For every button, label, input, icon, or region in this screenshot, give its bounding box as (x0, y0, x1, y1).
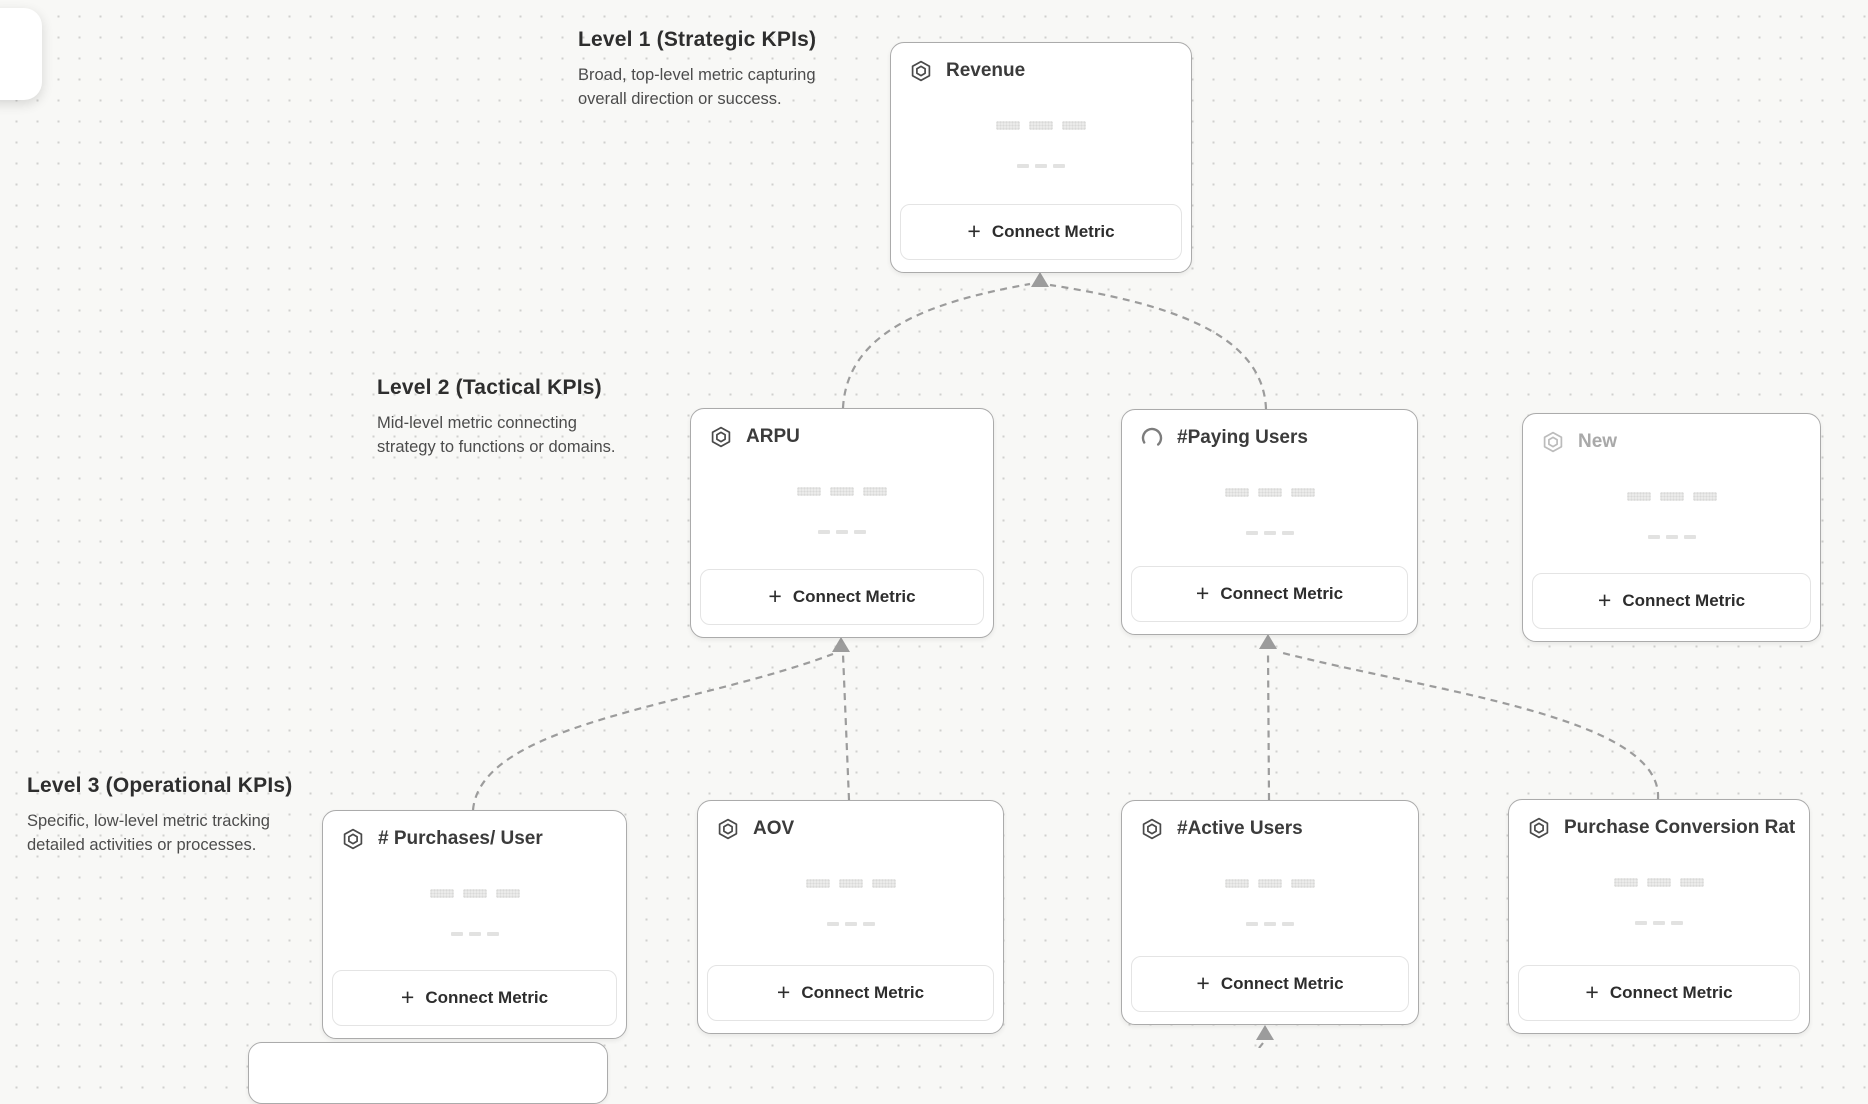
connect-metric-button[interactable]: + Connect Metric (332, 970, 617, 1026)
level-3-heading: Level 3 (Operational KPIs) Specific, low… (27, 774, 292, 857)
card-header: New (1541, 430, 1806, 454)
card-header: #Active Users (1140, 817, 1404, 841)
arrowhead-revenue (1031, 272, 1049, 287)
plus-icon: + (1196, 969, 1210, 996)
skeleton-bars (691, 487, 993, 496)
plus-icon: + (1195, 579, 1210, 606)
level-3-description: Specific, low-level metric tracking deta… (27, 812, 270, 854)
arrowhead-paying-users (1259, 634, 1277, 649)
connect-metric-label: Connect Metric (1609, 983, 1733, 1002)
connect-metric-label: Connect Metric (991, 222, 1115, 241)
plus-icon: + (1597, 586, 1612, 613)
skeleton-dashes (1509, 921, 1809, 925)
hexagon-metric-icon (343, 828, 363, 850)
card-header: Revenue (909, 59, 1177, 83)
hexagon-metric-icon (718, 818, 738, 840)
card-title: # Purchases/ User (378, 828, 543, 849)
arrowhead-active-users (1256, 1025, 1274, 1040)
card-header: # Purchases/ User (341, 827, 612, 851)
card-header: AOV (716, 817, 989, 841)
arrowhead-arpu (832, 637, 850, 652)
metric-card-arpu[interactable]: ARPU + Connect Metric (690, 408, 994, 638)
hexagon-metric-icon (911, 60, 931, 82)
plus-icon: + (1585, 978, 1599, 1005)
card-title: ARPU (746, 426, 800, 447)
metric-card-purchases-per-user[interactable]: # Purchases/ User + Connect Metric (322, 810, 627, 1039)
connect-metric-label: Connect Metric (1220, 974, 1344, 993)
card-title: #Active Users (1177, 818, 1303, 839)
plus-icon: + (768, 582, 782, 609)
skeleton-dashes (323, 932, 626, 936)
level-1-heading: Level 1 (Strategic KPIs) Broad, top-leve… (578, 28, 816, 111)
metric-card-active-users[interactable]: #Active Users + Connect Metric (1121, 800, 1419, 1025)
level-2-title: Level 2 (Tactical KPIs) (377, 376, 602, 399)
skeleton-bars (891, 121, 1191, 130)
connect-metric-button[interactable]: + Connect Metric (900, 204, 1182, 260)
connector-offscreen-to-active-users (1258, 1042, 1264, 1048)
card-title: #Paying Users (1177, 427, 1308, 448)
connector-purchase-conversion-to-paying-users (1278, 650, 1660, 800)
connector-active-users-to-paying-users (1266, 650, 1271, 801)
card-title: Revenue (946, 60, 1026, 81)
skeleton-dashes (1122, 922, 1418, 926)
partial-card-offscreen[interactable] (248, 1042, 608, 1104)
metric-card-paying-users[interactable]: #Paying Users + Connect Metric (1121, 409, 1418, 635)
level-2-heading: Level 2 (Tactical KPIs) Mid-level metric… (377, 376, 615, 459)
hexagon-metric-icon (1529, 817, 1549, 839)
plus-icon: + (400, 983, 415, 1010)
card-title: Purchase Conversion Rate (1564, 817, 1795, 838)
metric-card-new[interactable]: New + Connect Metric (1522, 413, 1821, 642)
connect-metric-button[interactable]: + Connect Metric (1131, 566, 1408, 622)
plus-icon: + (776, 978, 791, 1005)
card-title: AOV (753, 818, 795, 839)
level-2-description: Mid-level metric connecting strategy to … (377, 414, 616, 456)
loading-spinner-icon (1141, 427, 1163, 449)
metric-card-revenue[interactable]: Revenue + Connect Metric (890, 42, 1192, 273)
card-title: New (1578, 431, 1618, 452)
connector-arpu-to-revenue (841, 282, 1031, 409)
metric-card-purchase-conversion-rate[interactable]: Purchase Conversion Rate + Connect Metri… (1508, 799, 1810, 1034)
skeleton-dashes (1122, 531, 1417, 535)
connect-metric-button[interactable]: + Connect Metric (1532, 573, 1811, 629)
connect-metric-button[interactable]: + Connect Metric (1518, 965, 1800, 1021)
connect-metric-label: Connect Metric (801, 983, 925, 1002)
skeleton-bars (323, 889, 626, 898)
connect-metric-label: Connect Metric (792, 587, 916, 606)
skeleton-dashes (698, 922, 1003, 926)
cursor-tool-button[interactable] (0, 8, 42, 100)
hexagon-metric-icon (1543, 431, 1563, 453)
level-1-title: Level 1 (Strategic KPIs) (578, 28, 817, 51)
level-1-description: Broad, top-level metric capturing overal… (578, 66, 816, 108)
skeleton-bars (1122, 879, 1418, 888)
skeleton-dashes (1523, 535, 1820, 539)
hexagon-metric-icon (711, 426, 731, 448)
connector-purchases-per-user-to-arpu (471, 652, 834, 811)
skeleton-bars (1523, 492, 1820, 501)
skeleton-bars (698, 879, 1003, 888)
skeleton-bars (1509, 878, 1809, 887)
connect-metric-button[interactable]: + Connect Metric (1131, 956, 1409, 1012)
connect-metric-label: Connect Metric (1220, 584, 1344, 603)
card-header: ARPU (709, 425, 979, 449)
skeleton-dashes (691, 530, 993, 534)
connector-paying-users-to-revenue (1049, 283, 1268, 410)
card-header: Purchase Conversion Rate (1527, 816, 1795, 840)
level-3-title: Level 3 (Operational KPIs) (27, 774, 293, 797)
cursor-tool-icon (0, 48, 2, 72)
skeleton-bars (1122, 488, 1417, 497)
connector-aov-to-arpu (841, 653, 851, 801)
connect-metric-label: Connect Metric (1622, 591, 1746, 610)
metric-card-aov[interactable]: AOV + Connect Metric (697, 800, 1004, 1034)
hexagon-metric-icon (1142, 818, 1162, 840)
skeleton-dashes (891, 164, 1191, 168)
connect-metric-button[interactable]: + Connect Metric (707, 965, 994, 1021)
connect-metric-label: Connect Metric (425, 988, 549, 1007)
card-header: #Paying Users (1140, 426, 1403, 450)
connect-metric-button[interactable]: + Connect Metric (700, 569, 984, 625)
plus-icon: + (967, 217, 981, 244)
